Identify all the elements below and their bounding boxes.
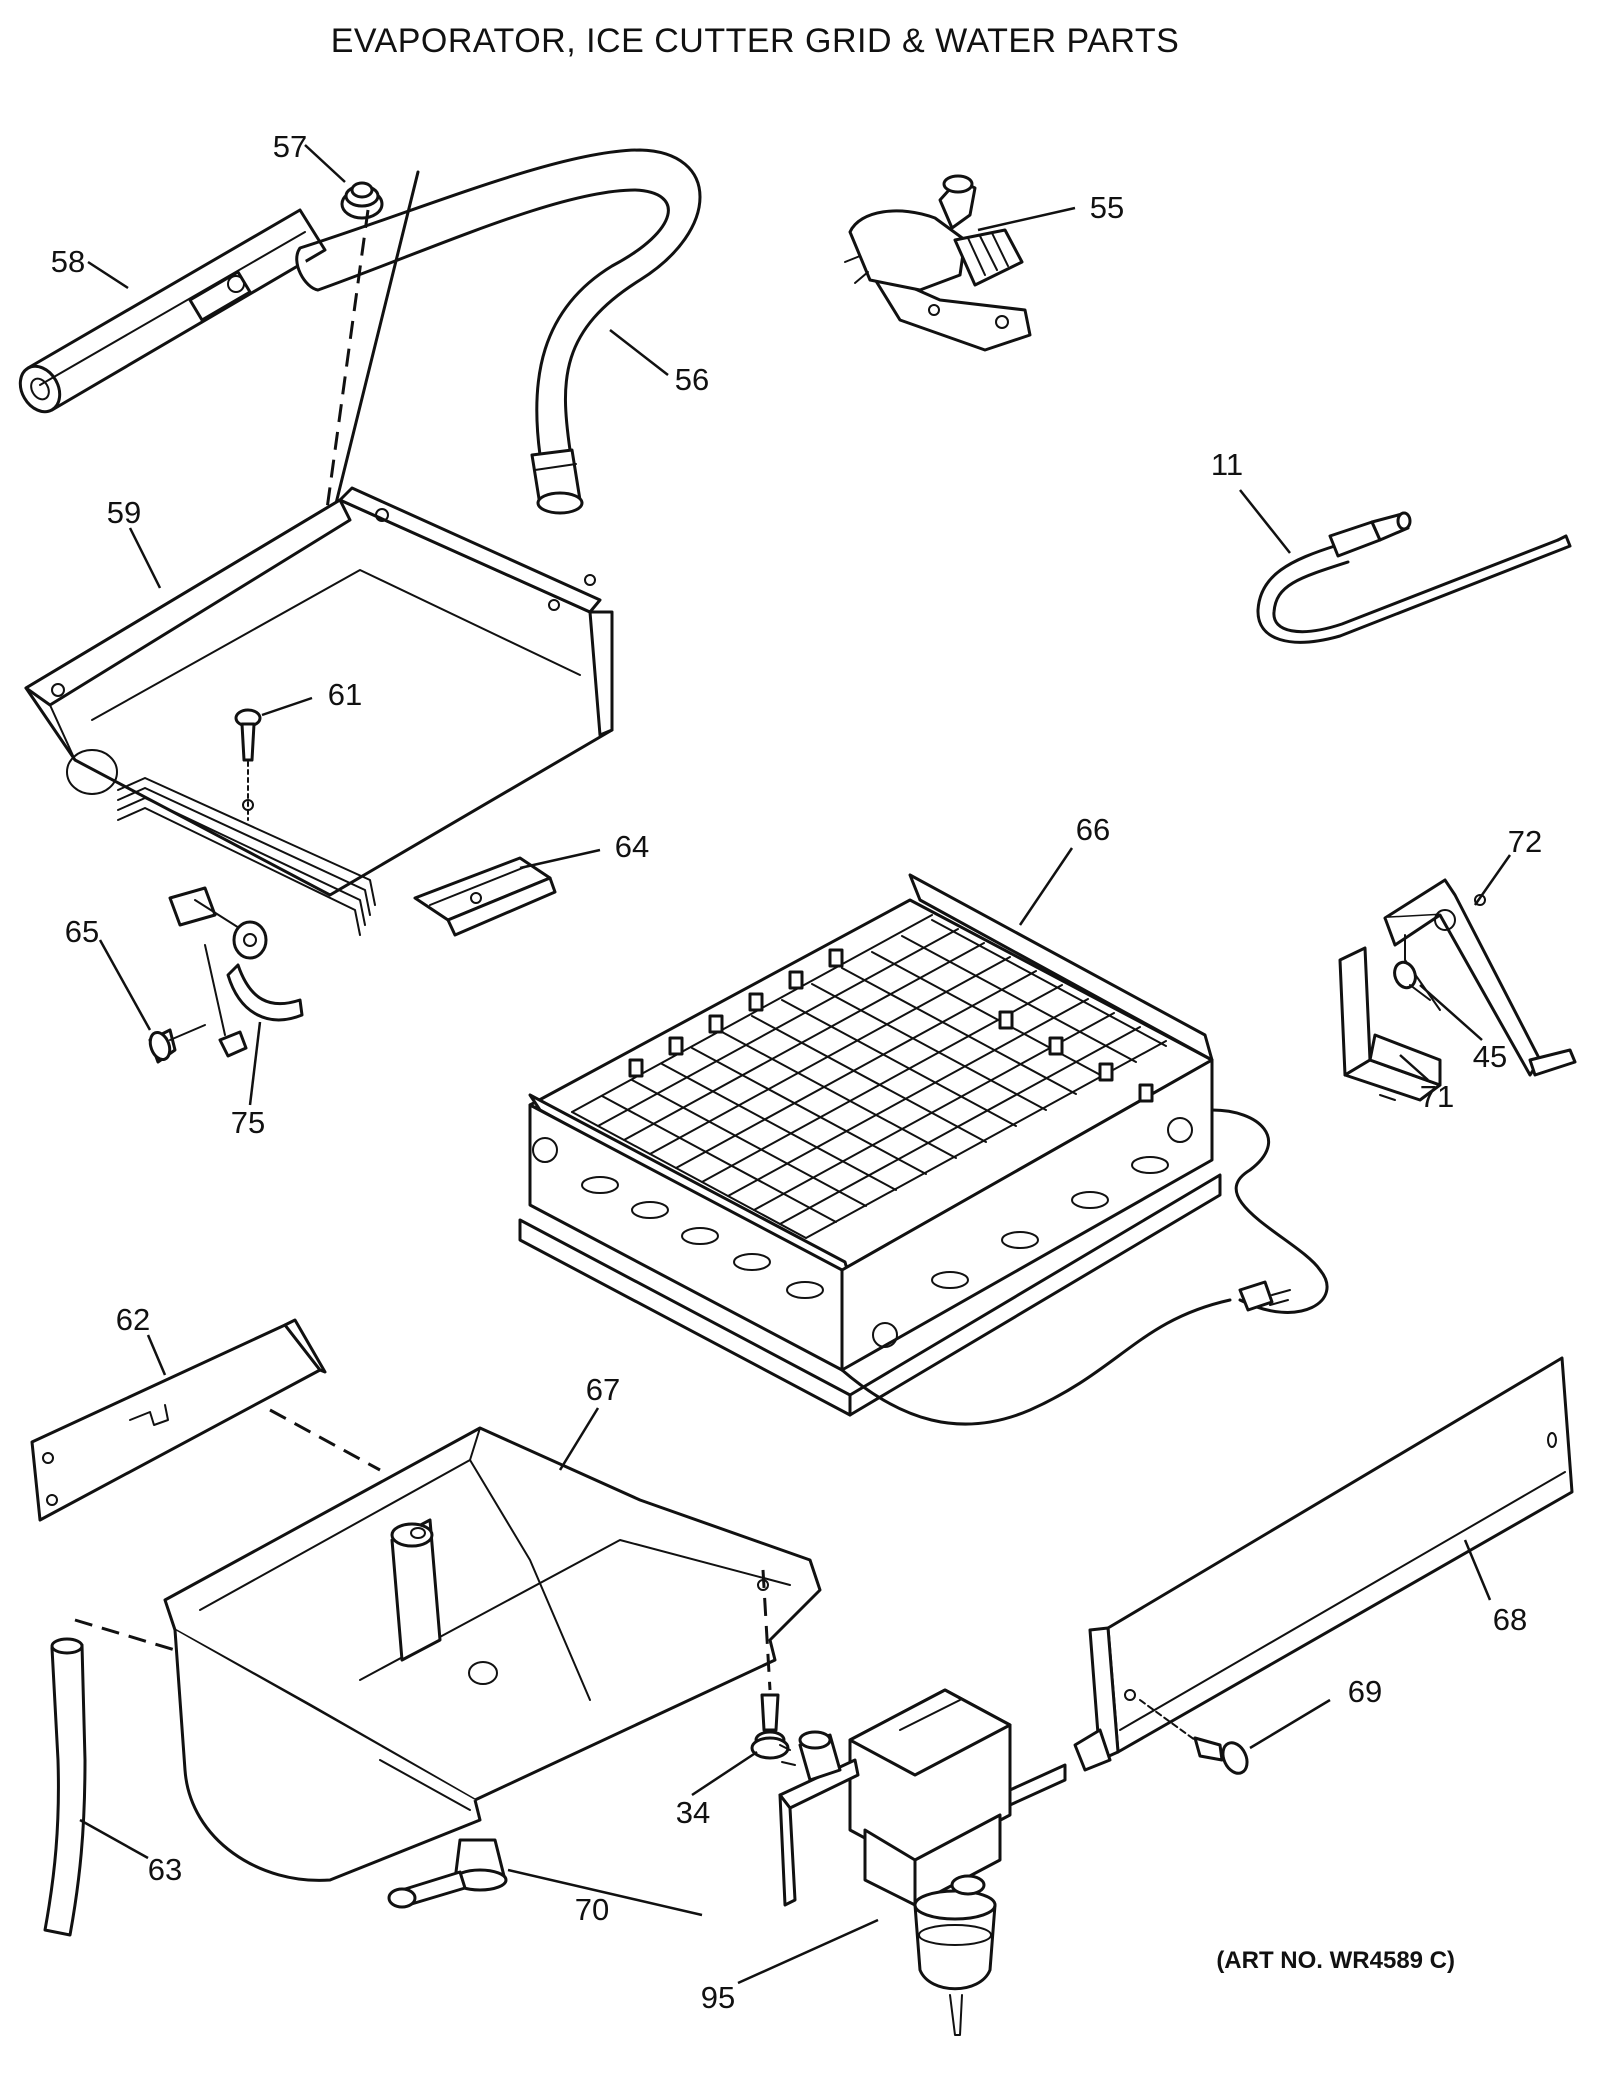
- part-56-hose: [295, 148, 702, 515]
- callout-labels: 57 58 55 56 11 59 61 64 66 72 65 45 71 7…: [51, 129, 1542, 2015]
- callout-61: 61: [328, 677, 362, 712]
- part-72-bracket: [1383, 878, 1577, 1077]
- callout-67: 67: [586, 1372, 620, 1407]
- callout-62: 62: [116, 1302, 150, 1337]
- assembly-line-67-34: [761, 1569, 772, 1691]
- callout-55: 55: [1090, 190, 1124, 225]
- part-11-tube: [1256, 511, 1572, 644]
- part-61-screw: [234, 708, 262, 821]
- part-55-valve: [844, 174, 1032, 352]
- assembly-line-63-67: [74, 1618, 176, 1652]
- callout-11: 11: [1211, 447, 1243, 482]
- assembly-line-57-59: [318, 209, 370, 561]
- part-69-screw: [1139, 1699, 1249, 1775]
- callout-34: 34: [676, 1795, 710, 1830]
- diagram-title: EVAPORATOR, ICE CUTTER GRID & WATER PART…: [331, 22, 1180, 60]
- part-66-cutter-grid: [518, 873, 1329, 1426]
- part-58-tube: [18, 208, 327, 414]
- callout-69: 69: [1348, 1674, 1382, 1709]
- callout-66: 66: [1076, 812, 1110, 847]
- part-65-screw: [148, 1024, 206, 1064]
- assembly-line-62-67: [269, 1408, 381, 1472]
- callout-95: 95: [701, 1980, 735, 2015]
- callout-68: 68: [1493, 1602, 1527, 1637]
- callout-64: 64: [615, 829, 649, 864]
- callout-45: 45: [1473, 1039, 1507, 1074]
- part-64-bracket: [413, 856, 557, 937]
- callout-71: 71: [1420, 1079, 1454, 1114]
- part-67-tray: [163, 1426, 822, 1882]
- part-68-panel: [1073, 1356, 1574, 1772]
- callout-72: 72: [1508, 824, 1542, 859]
- callout-75: 75: [231, 1105, 265, 1140]
- leader-lines: [79, 144, 1512, 1985]
- callout-63: 63: [148, 1852, 182, 1887]
- part-45-screw: [1393, 960, 1431, 1001]
- part-59-evaporator: [24, 486, 614, 936]
- part-62-bracket: [30, 1318, 327, 1522]
- part-75-clip: [168, 886, 304, 1058]
- part-57-grommet: [340, 181, 384, 220]
- callout-59: 59: [107, 495, 141, 530]
- part-95-pump: [778, 1688, 1067, 2036]
- part-70-drain-cap: [387, 1838, 508, 1909]
- callout-56: 56: [675, 362, 709, 397]
- callout-65: 65: [65, 914, 99, 949]
- callout-57: 57: [273, 129, 307, 164]
- part-34-screw: [750, 1693, 790, 1760]
- callout-70: 70: [575, 1892, 609, 1927]
- art-number: (ART NO. WR4589 C): [1216, 1947, 1455, 1974]
- callout-58: 58: [51, 244, 85, 279]
- part-63-hose: [43, 1637, 87, 1937]
